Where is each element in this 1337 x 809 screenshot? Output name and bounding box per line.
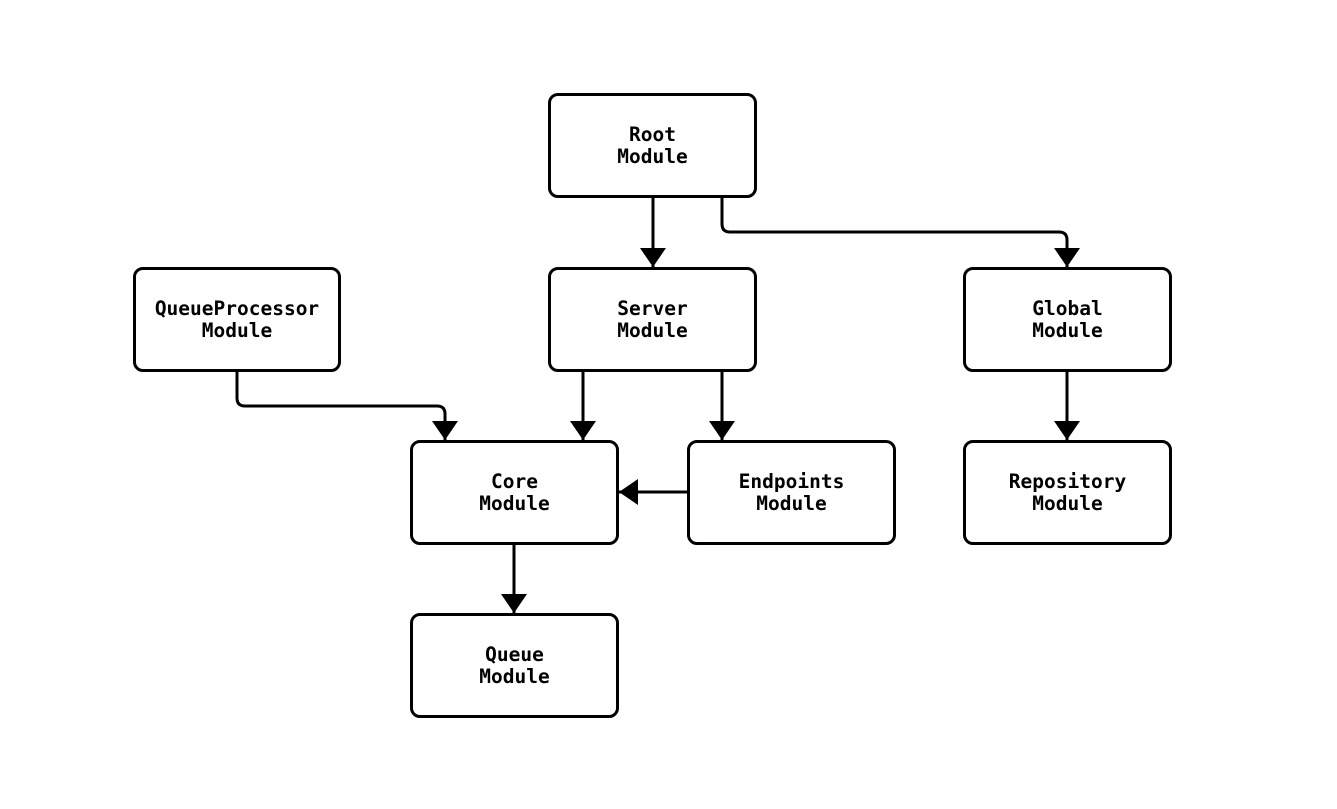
edge-root-to-global bbox=[720, 198, 1080, 267]
node-queue-module: Queue Module bbox=[410, 613, 619, 718]
node-repository-module: Repository Module bbox=[963, 440, 1172, 545]
node-queueprocessor-module: QueueProcessor Module bbox=[133, 267, 341, 372]
node-server-label: Server Module bbox=[617, 296, 688, 342]
node-global-label: Global Module bbox=[1032, 296, 1103, 342]
edge-queueprocessor-to-core bbox=[235, 372, 458, 440]
node-core-label: Core Module bbox=[479, 469, 550, 515]
node-endpoints-module: Endpoints Module bbox=[687, 440, 896, 545]
node-queue-label: Queue Module bbox=[479, 642, 550, 688]
edges-group bbox=[235, 198, 1080, 613]
node-endpoints-label: Endpoints Module bbox=[738, 469, 845, 515]
node-root-label: Root Module bbox=[617, 122, 688, 168]
node-queueprocessor-label: QueueProcessor Module bbox=[154, 296, 320, 342]
node-repository-label: Repository Module bbox=[1008, 469, 1127, 515]
node-global-module: Global Module bbox=[963, 267, 1172, 372]
node-core-module: Core Module bbox=[410, 440, 619, 545]
node-server-module: Server Module bbox=[548, 267, 757, 372]
node-root-module: Root Module bbox=[548, 93, 757, 198]
